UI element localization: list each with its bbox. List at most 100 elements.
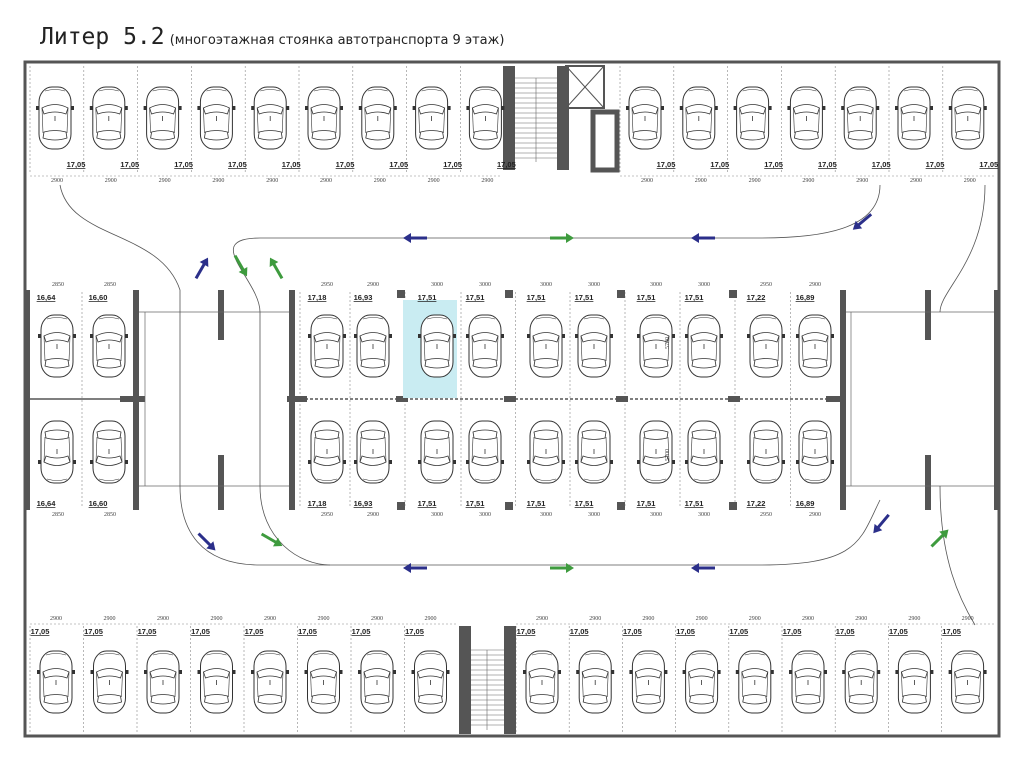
area-center-top-10: 16,89 <box>796 293 815 302</box>
car-bottom-left-3[interactable] <box>143 650 183 714</box>
car-center-top-9[interactable] <box>746 314 786 378</box>
car-mid-left-top-1[interactable] <box>37 314 77 378</box>
car-bottom-right-4[interactable] <box>682 650 722 714</box>
car-mid-left-bottom-2[interactable] <box>90 421 128 483</box>
area-center-bottom-10: 16,89 <box>796 499 815 508</box>
bay-lines <box>29 66 995 734</box>
direction-arrows <box>194 213 949 573</box>
car-top-left-5[interactable] <box>250 86 290 150</box>
car-bottom-right-2[interactable] <box>575 650 615 714</box>
car-bottom-right-7[interactable] <box>841 650 881 714</box>
car-top-right-1[interactable] <box>625 86 665 150</box>
car-center-bottom-1[interactable] <box>308 421 346 483</box>
car-center-bottom-10[interactable] <box>796 421 834 483</box>
car-top-left-7[interactable] <box>358 86 398 150</box>
car-top-left-2[interactable] <box>89 86 129 150</box>
car-bottom-left-6[interactable] <box>304 650 343 714</box>
car-top-right-5[interactable] <box>840 86 880 150</box>
car-center-bottom-3[interactable] <box>418 421 456 483</box>
car-top-right-2[interactable] <box>679 86 719 150</box>
car-center-bottom-9[interactable] <box>747 421 785 483</box>
area-top-left-6: 17,05 <box>336 160 355 169</box>
car-top-left-3[interactable] <box>143 86 183 150</box>
car-top-right-7[interactable] <box>948 86 988 150</box>
car-bottom-right-3[interactable] <box>628 650 668 714</box>
dim-bottom-right-3: 2900 <box>642 616 654 622</box>
car-mid-left-top-2[interactable] <box>89 314 129 378</box>
car-bottom-left-7[interactable] <box>357 650 397 714</box>
dim-top-left-9: 2900 <box>481 178 493 184</box>
car-bottom-right-1[interactable] <box>522 650 562 714</box>
dim-center-top-9: 2950 <box>760 282 772 288</box>
car-mid-left-bottom-1[interactable] <box>38 421 76 483</box>
car-center-top-4[interactable] <box>465 314 505 378</box>
car-center-bottom-5[interactable] <box>527 421 565 483</box>
area-center-bottom-5: 17,51 <box>527 499 546 508</box>
car-bottom-right-9[interactable] <box>948 650 988 714</box>
area-bottom-right-3: 17,05 <box>623 627 642 636</box>
stairwell-top <box>503 65 620 173</box>
area-bottom-right-6: 17,05 <box>783 627 802 636</box>
arrow-lower-right-out <box>930 529 949 548</box>
dim-center-bottom-2: 2900 <box>367 512 379 518</box>
car-center-top-2[interactable] <box>353 314 393 378</box>
car-center-top-3[interactable] <box>417 314 457 378</box>
car-center-bottom-2[interactable] <box>354 421 392 483</box>
title-subtitle: (многоэтажная стоянка автотранспорта 9 э… <box>169 33 505 48</box>
car-bottom-left-5[interactable] <box>250 650 290 714</box>
dim-center-bottom-10: 2900 <box>809 512 821 518</box>
arrow-lower-left-curve <box>197 532 216 551</box>
area-top-right-3: 17,05 <box>764 160 783 169</box>
area-top-left-1: 17,05 <box>67 160 86 169</box>
dim-depth-bottom: 5700 <box>665 449 671 461</box>
dim-top-left-4: 2900 <box>212 178 224 184</box>
car-bottom-left-2[interactable] <box>90 650 129 714</box>
car-center-bottom-6[interactable] <box>575 421 613 483</box>
car-center-top-10[interactable] <box>795 314 835 378</box>
area-center-bottom-2: 16,93 <box>354 499 373 508</box>
dim-center-bottom-1: 2950 <box>321 512 333 518</box>
car-center-bottom-4[interactable] <box>466 421 504 483</box>
car-center-bottom-8[interactable] <box>685 421 723 483</box>
arrow-left-lower-2 <box>691 563 715 573</box>
parking-labels: 17,05290017,05290017,05290017,05290017,0… <box>31 160 999 636</box>
car-top-left-4[interactable] <box>196 86 236 150</box>
area-top-right-4: 17,05 <box>818 160 837 169</box>
area-bottom-left-8: 17,05 <box>405 627 424 636</box>
car-top-right-3[interactable] <box>733 86 773 150</box>
car-top-right-6[interactable] <box>894 86 934 150</box>
car-top-right-4[interactable] <box>786 86 826 150</box>
area-bottom-right-8: 17,05 <box>889 627 908 636</box>
page-title: Литер 5.2 (многоэтажная стоянка автотран… <box>40 24 504 50</box>
car-center-top-5[interactable] <box>526 314 566 378</box>
car-top-left-8[interactable] <box>412 86 452 150</box>
title-main: Литер 5.2 <box>40 24 165 50</box>
dim-center-bottom-7: 3000 <box>650 512 662 518</box>
car-center-top-1[interactable] <box>307 314 347 378</box>
car-bottom-right-5[interactable] <box>735 650 775 714</box>
area-bottom-left-4: 17,05 <box>191 627 210 636</box>
car-top-left-6[interactable] <box>304 86 344 150</box>
car-bottom-right-8[interactable] <box>894 650 934 714</box>
area-top-right-7: 17,05 <box>979 160 998 169</box>
area-top-left-3: 17,05 <box>174 160 193 169</box>
car-bottom-right-6[interactable] <box>788 650 828 714</box>
dim-center-top-2: 2900 <box>367 282 379 288</box>
dim-center-top-5: 3000 <box>540 282 552 288</box>
island-walls <box>24 290 1000 510</box>
car-top-left-9[interactable] <box>465 86 505 150</box>
area-bottom-right-4: 17,05 <box>676 627 695 636</box>
area-top-left-2: 17,05 <box>120 160 139 169</box>
car-bottom-left-4[interactable] <box>197 650 236 714</box>
dim-top-left-8: 2900 <box>428 178 440 184</box>
car-top-left-1[interactable] <box>35 86 75 150</box>
car-bottom-left-8[interactable] <box>411 650 450 714</box>
car-bottom-left-1[interactable] <box>36 650 76 714</box>
area-center-bottom-9: 17,22 <box>747 499 766 508</box>
dim-center-top-1: 2950 <box>321 282 333 288</box>
dim-mid-left-top-1: 2850 <box>52 282 64 288</box>
car-center-top-8[interactable] <box>684 314 724 378</box>
area-bottom-left-1: 17,05 <box>31 627 50 636</box>
dim-bottom-right-4: 2900 <box>696 616 708 622</box>
car-center-top-6[interactable] <box>574 314 614 378</box>
